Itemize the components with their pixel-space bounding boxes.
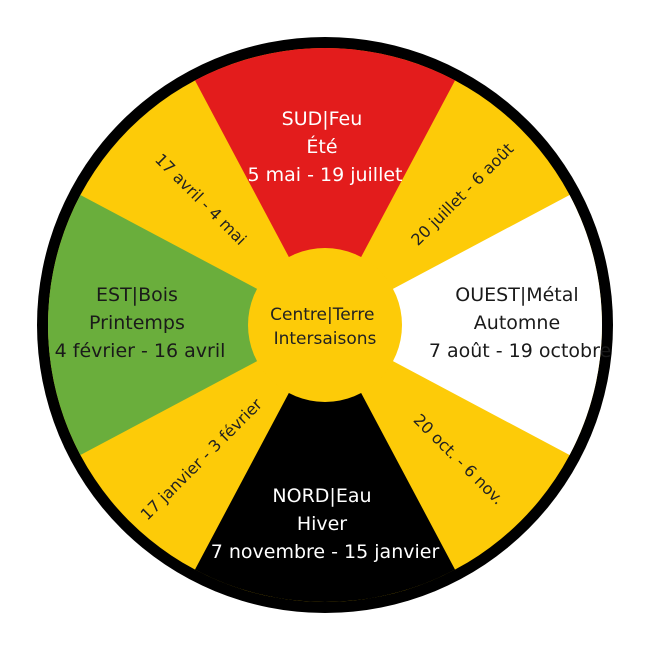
- south-dates: 5 mai - 19 juillet: [247, 164, 402, 186]
- south-season: Été: [306, 135, 337, 158]
- segment-south: [194, 47, 456, 326]
- segment-south-label: SUD|Feu Été 5 mai - 19 juillet: [247, 108, 402, 186]
- east-season: Printemps: [89, 312, 185, 334]
- center-name: Centre|Terre: [270, 305, 374, 325]
- north-season: Hiver: [297, 513, 347, 535]
- segment-north: [194, 325, 456, 603]
- center-disk: [248, 248, 402, 402]
- west-name: OUEST|Métal: [455, 284, 578, 306]
- east-dates: 4 février - 16 avril: [55, 340, 226, 362]
- center-label: Centre|Terre Intersaisons: [270, 305, 380, 349]
- north-dates: 7 novembre - 15 janvier: [211, 541, 440, 563]
- west-dates: 7 août - 19 octobre: [429, 340, 611, 362]
- segment-west: [325, 194, 603, 456]
- segment-east-label: EST|Bois Printemps 4 février - 16 avril: [55, 284, 226, 362]
- west-season: Automne: [474, 312, 560, 334]
- segment-east: [47, 194, 325, 456]
- north-name: NORD|Eau: [272, 485, 371, 507]
- segment-west-label: OUEST|Métal Automne 7 août - 19 octobre: [429, 284, 611, 362]
- south-name: SUD|Feu: [282, 108, 363, 130]
- east-name: EST|Bois: [96, 284, 178, 306]
- segment-north-label: NORD|Eau Hiver 7 novembre - 15 janvier: [211, 485, 440, 563]
- center-season: Intersaisons: [274, 329, 377, 349]
